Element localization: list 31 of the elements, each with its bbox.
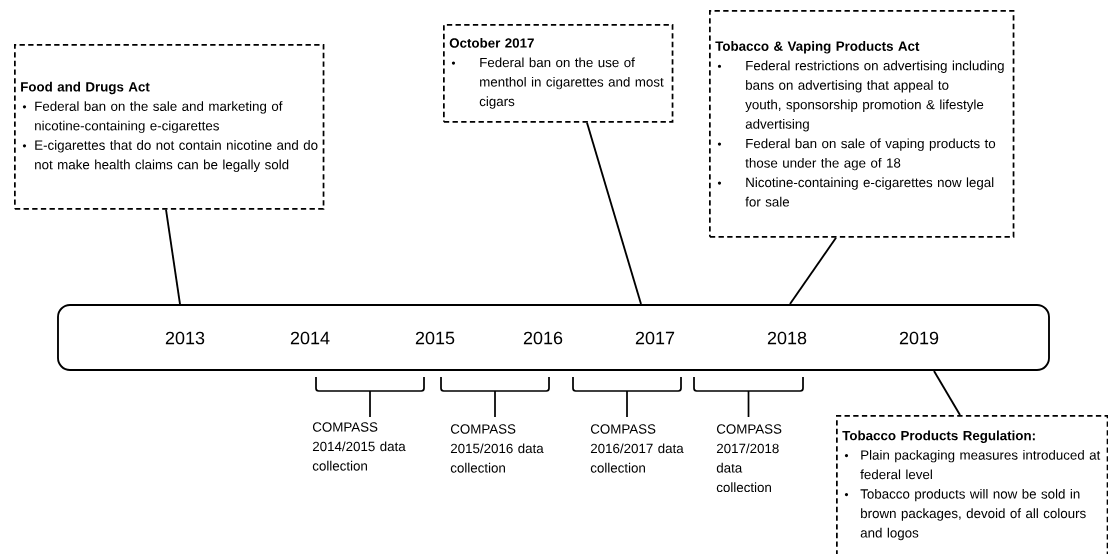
box-heading: Tobacco Products Regulation: bbox=[842, 430, 1035, 443]
year-label: 2013 bbox=[165, 331, 205, 345]
bullet-item: Federal restrictions on advertising including bans on advertising that appeal to youth, sponsorship promotion & lifestyle advertising bbox=[717, 60, 1004, 132]
data-collection-label: COMPASS 2015/2016 data collection bbox=[450, 424, 544, 473]
bullet-item: Nicotine-containing e-cigarettes now legal for sale bbox=[717, 177, 994, 207]
box-heading: Food and Drugs Act bbox=[21, 81, 150, 95]
year-label: 2016 bbox=[523, 331, 563, 345]
year-label: 2015 bbox=[415, 331, 455, 345]
leader-line bbox=[933, 370, 961, 416]
year-label: 2018 bbox=[767, 331, 807, 345]
bullet-item: Federal ban on the use of menthol in cigarettes and most cigars bbox=[451, 57, 664, 109]
bullet-item: Federal ban on sale of vaping products to those under the age of 18 bbox=[717, 138, 996, 171]
callout-box bbox=[14, 44, 325, 210]
data-collection-label: COMPASS 2017/2018 data collection bbox=[716, 424, 782, 493]
leader-line bbox=[165, 208, 181, 305]
year-label: 2017 bbox=[635, 331, 675, 345]
leader-line bbox=[789, 236, 837, 305]
bullet-item: Plain packaging measures introduced at federal level bbox=[844, 449, 1101, 480]
box-heading: Tobacco & Vaping Products Act bbox=[715, 41, 920, 54]
leader-line bbox=[586, 121, 642, 305]
bullet-item: Tobacco products will now be sold in brown packages, devoid of all colours and logos bbox=[844, 488, 1086, 541]
callout-box bbox=[443, 24, 674, 123]
data-collection-label: COMPASS 2016/2017 data collection bbox=[590, 424, 684, 473]
data-collection-label: COMPASS 2014/2015 data collection bbox=[312, 422, 406, 471]
year-label: 2014 bbox=[290, 331, 330, 345]
callout-box bbox=[709, 10, 1015, 238]
year-label: 2019 bbox=[899, 331, 939, 345]
box-heading: October 2017 bbox=[449, 37, 534, 48]
callout-box bbox=[836, 415, 1108, 554]
bullet-item: E-cigarettes that do not contain nicotine and do not make health claims can be legally sold bbox=[22, 140, 318, 172]
bullet-item: Federal ban on the sale and marketing of nicotine-containing e-cigarettes bbox=[22, 101, 283, 134]
